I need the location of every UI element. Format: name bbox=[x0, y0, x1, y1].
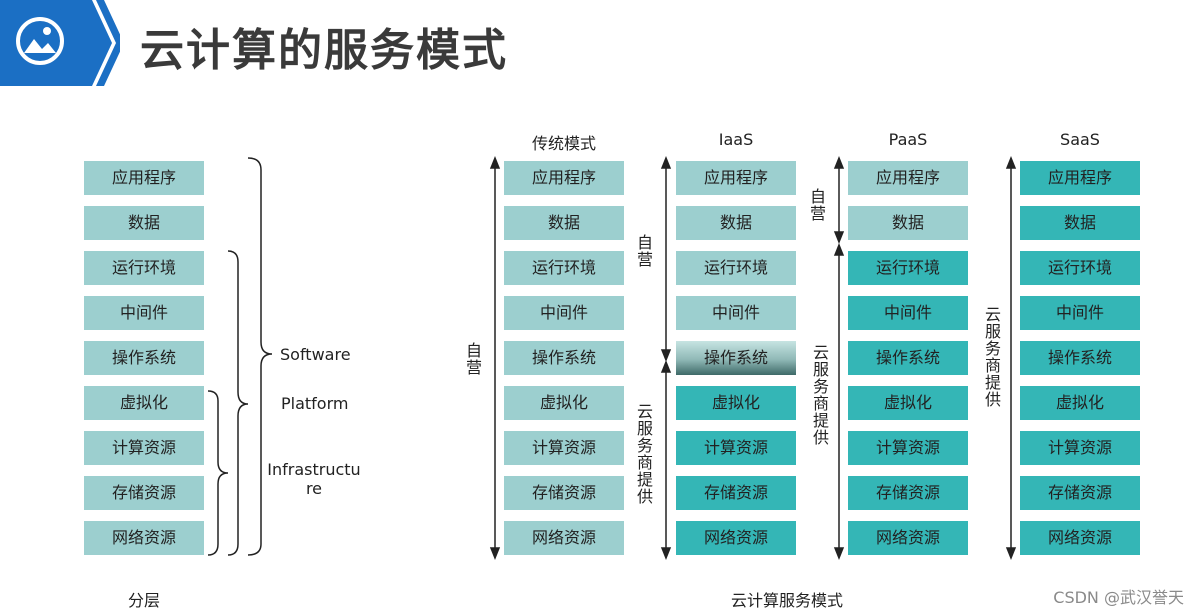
layer-box: 中间件 bbox=[84, 296, 204, 330]
saas-box: 运行环境 bbox=[1020, 251, 1140, 285]
iaas-provider-label: 云服务商提供 bbox=[636, 402, 653, 506]
paas-box: 网络资源 bbox=[848, 521, 968, 555]
iaas-box: 操作系统 bbox=[676, 341, 796, 375]
saas-box: 计算资源 bbox=[1020, 431, 1140, 465]
layer-box: 应用程序 bbox=[84, 161, 204, 195]
group-label-software: Software bbox=[280, 345, 351, 364]
iaas-box: 数据 bbox=[676, 206, 796, 240]
traditional-box: 计算资源 bbox=[504, 431, 624, 465]
iaas-box: 存储资源 bbox=[676, 476, 796, 510]
header-badge bbox=[0, 0, 120, 86]
traditional-box: 应用程序 bbox=[504, 161, 624, 195]
group-label-platform: Platform bbox=[281, 394, 349, 413]
traditional-self-label: 自营 bbox=[465, 341, 482, 377]
paas-provider-label: 云服务商提供 bbox=[812, 343, 829, 447]
model-header-saas: SaaS bbox=[1060, 130, 1100, 149]
traditional-box: 操作系统 bbox=[504, 341, 624, 375]
paas-box: 虚拟化 bbox=[848, 386, 968, 420]
iaas-box: 应用程序 bbox=[676, 161, 796, 195]
layer-box: 操作系统 bbox=[84, 341, 204, 375]
saas-box: 中间件 bbox=[1020, 296, 1140, 330]
paas-box: 中间件 bbox=[848, 296, 968, 330]
traditional-box: 运行环境 bbox=[504, 251, 624, 285]
watermark: CSDN @武汉誉天 bbox=[1053, 588, 1184, 607]
layer-box: 存储资源 bbox=[84, 476, 204, 510]
iaas-box: 运行环境 bbox=[676, 251, 796, 285]
paas-box: 计算资源 bbox=[848, 431, 968, 465]
image-icon bbox=[16, 17, 64, 65]
model-header-traditional: 传统模式 bbox=[531, 134, 596, 153]
layer-box: 运行环境 bbox=[84, 251, 204, 285]
layer-box: 网络资源 bbox=[84, 521, 204, 555]
saas-box: 操作系统 bbox=[1020, 341, 1140, 375]
saas-box: 应用程序 bbox=[1020, 161, 1140, 195]
traditional-box: 网络资源 bbox=[504, 521, 624, 555]
traditional-box: 中间件 bbox=[504, 296, 624, 330]
saas-provider-label: 云服务商提供 bbox=[984, 305, 1001, 409]
saas-box: 网络资源 bbox=[1020, 521, 1140, 555]
paas-box: 运行环境 bbox=[848, 251, 968, 285]
platform-brace bbox=[227, 250, 249, 556]
saas-box: 存储资源 bbox=[1020, 476, 1140, 510]
layer-box: 数据 bbox=[84, 206, 204, 240]
iaas-box: 中间件 bbox=[676, 296, 796, 330]
models-caption: 云计算服务模式 bbox=[731, 591, 844, 610]
paas-box: 操作系统 bbox=[848, 341, 968, 375]
infrastructure-brace bbox=[207, 390, 229, 556]
paas-box: 数据 bbox=[848, 206, 968, 240]
traditional-box: 数据 bbox=[504, 206, 624, 240]
paas-box: 应用程序 bbox=[848, 161, 968, 195]
paas-self-label: 自营 bbox=[809, 187, 826, 223]
traditional-box: 存储资源 bbox=[504, 476, 624, 510]
page-title: 云计算的服务模式 bbox=[140, 25, 508, 76]
model-header-paas: PaaS bbox=[888, 130, 928, 149]
saas-box: 数据 bbox=[1020, 206, 1140, 240]
iaas-self-label: 自营 bbox=[636, 233, 653, 269]
software-brace bbox=[247, 157, 273, 556]
iaas-box: 网络资源 bbox=[676, 521, 796, 555]
group-label-infrastructure: Infrastructure bbox=[267, 460, 361, 498]
saas-box: 虚拟化 bbox=[1020, 386, 1140, 420]
paas-box: 存储资源 bbox=[848, 476, 968, 510]
iaas-box: 虚拟化 bbox=[676, 386, 796, 420]
model-header-iaas: IaaS bbox=[718, 130, 754, 149]
traditional-box: 虚拟化 bbox=[504, 386, 624, 420]
layer-box: 计算资源 bbox=[84, 431, 204, 465]
layer-box: 虚拟化 bbox=[84, 386, 204, 420]
layers-caption: 分层 bbox=[128, 591, 161, 610]
iaas-box: 计算资源 bbox=[676, 431, 796, 465]
